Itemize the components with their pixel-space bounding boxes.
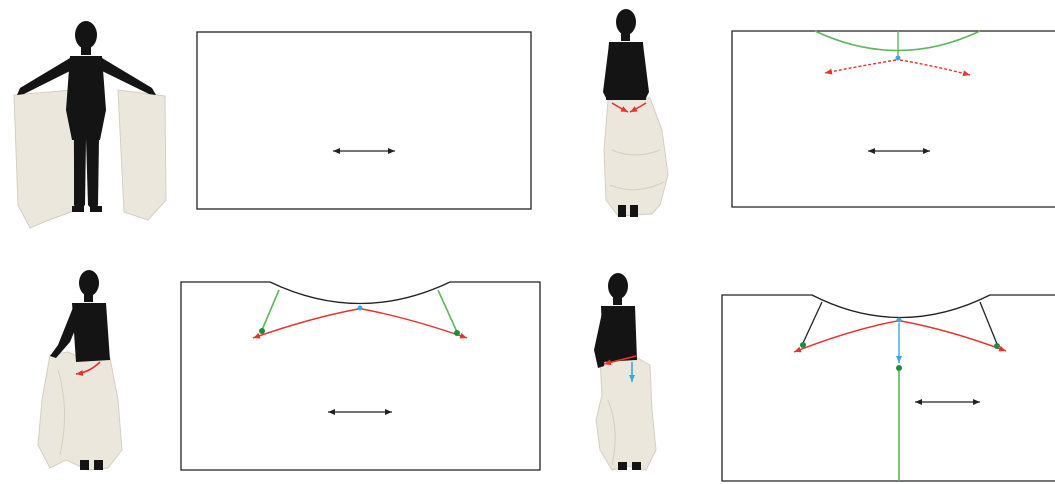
dart-line-left: [261, 289, 280, 331]
mannequin-icon: [17, 21, 156, 212]
waist-red-arrow: [611, 102, 629, 113]
green-marker-dot: [896, 365, 902, 371]
red-arrow-left: [824, 59, 897, 75]
pattern-outline: [196, 31, 532, 210]
step-1-pattern: [196, 31, 532, 210]
mannequin-icon: [50, 270, 110, 470]
dart-line-left: [802, 301, 823, 344]
waist-red-arrow: [75, 361, 101, 376]
green-marker-dot: [994, 343, 1000, 349]
step-2-photo: [603, 9, 669, 217]
pattern-outline: [731, 30, 1055, 208]
mannequin-icon: [594, 273, 641, 470]
red-arrow-left: [793, 320, 898, 353]
dart-line-right: [979, 301, 998, 345]
step-4-photo: [594, 273, 657, 471]
waist-red-arrow: [603, 355, 637, 366]
green-marker-dot: [800, 342, 806, 348]
center-point: [357, 305, 363, 311]
mannequin-icon: [603, 9, 649, 217]
waist-red-arrow: [629, 102, 647, 113]
step-2-pattern: [731, 30, 1055, 208]
step-3-pattern: [180, 281, 541, 471]
red-arrow-right: [361, 308, 468, 339]
red-arrow-left: [252, 308, 359, 339]
step-4-pattern: [721, 294, 1055, 482]
dart-line-right: [437, 289, 458, 333]
step-3-photo: [37, 270, 123, 471]
pattern-outline: [180, 281, 541, 471]
pattern-outline: [721, 294, 1055, 482]
green-marker-dot: [259, 328, 265, 334]
green-marker-dot: [454, 330, 460, 336]
center-point: [896, 317, 902, 323]
red-arrow-right: [899, 59, 971, 77]
center-point: [895, 55, 901, 61]
step-1-photo: [13, 21, 167, 229]
red-arrow-right: [900, 320, 1007, 352]
